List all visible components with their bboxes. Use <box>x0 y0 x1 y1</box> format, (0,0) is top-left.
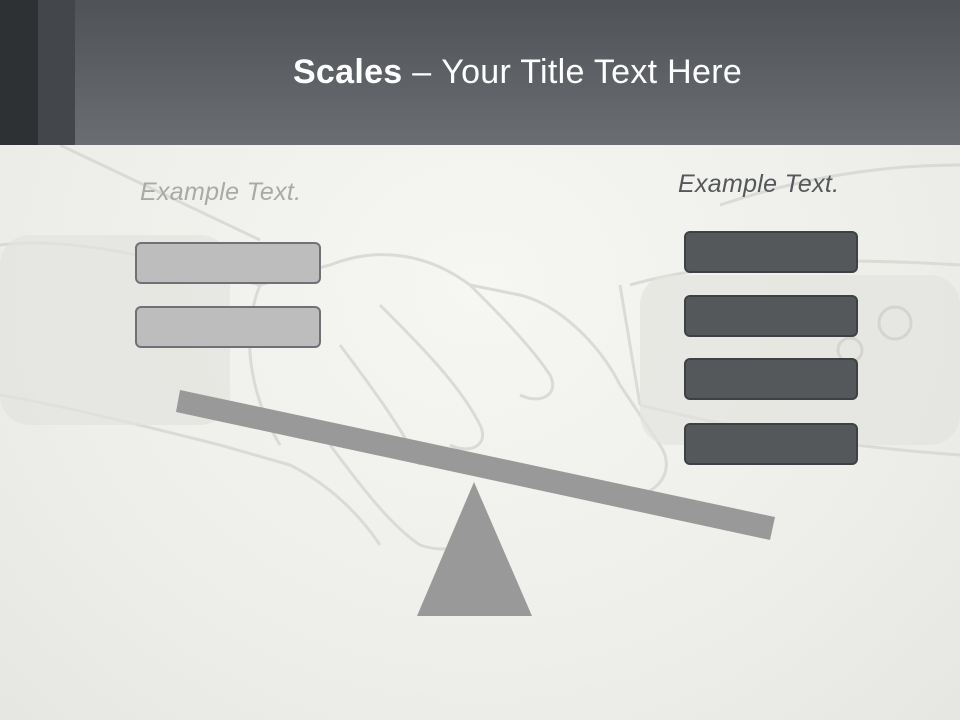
right-text-box-3[interactable] <box>684 358 858 400</box>
right-text-box-4[interactable] <box>684 423 858 465</box>
left-text-box-2[interactable] <box>135 306 321 348</box>
right-text-box-1[interactable] <box>684 231 858 273</box>
accent-bar-dark <box>0 0 38 145</box>
accent-bar-medium <box>38 0 75 145</box>
right-label: Example Text. <box>678 170 840 198</box>
scale-fulcrum <box>417 482 532 616</box>
title-separator: – <box>402 53 442 91</box>
scale-beam <box>176 390 775 540</box>
title-text: Your Title Text Here <box>441 53 743 91</box>
title-bold: Scales <box>292 53 403 91</box>
title-bar: Scales – Your Title Text Here <box>0 0 960 145</box>
left-label: Example Text. <box>140 178 302 206</box>
right-text-box-2[interactable] <box>684 295 858 337</box>
left-text-box-1[interactable] <box>135 242 321 284</box>
slide-title: Scales – Your Title Text Here <box>75 0 960 145</box>
